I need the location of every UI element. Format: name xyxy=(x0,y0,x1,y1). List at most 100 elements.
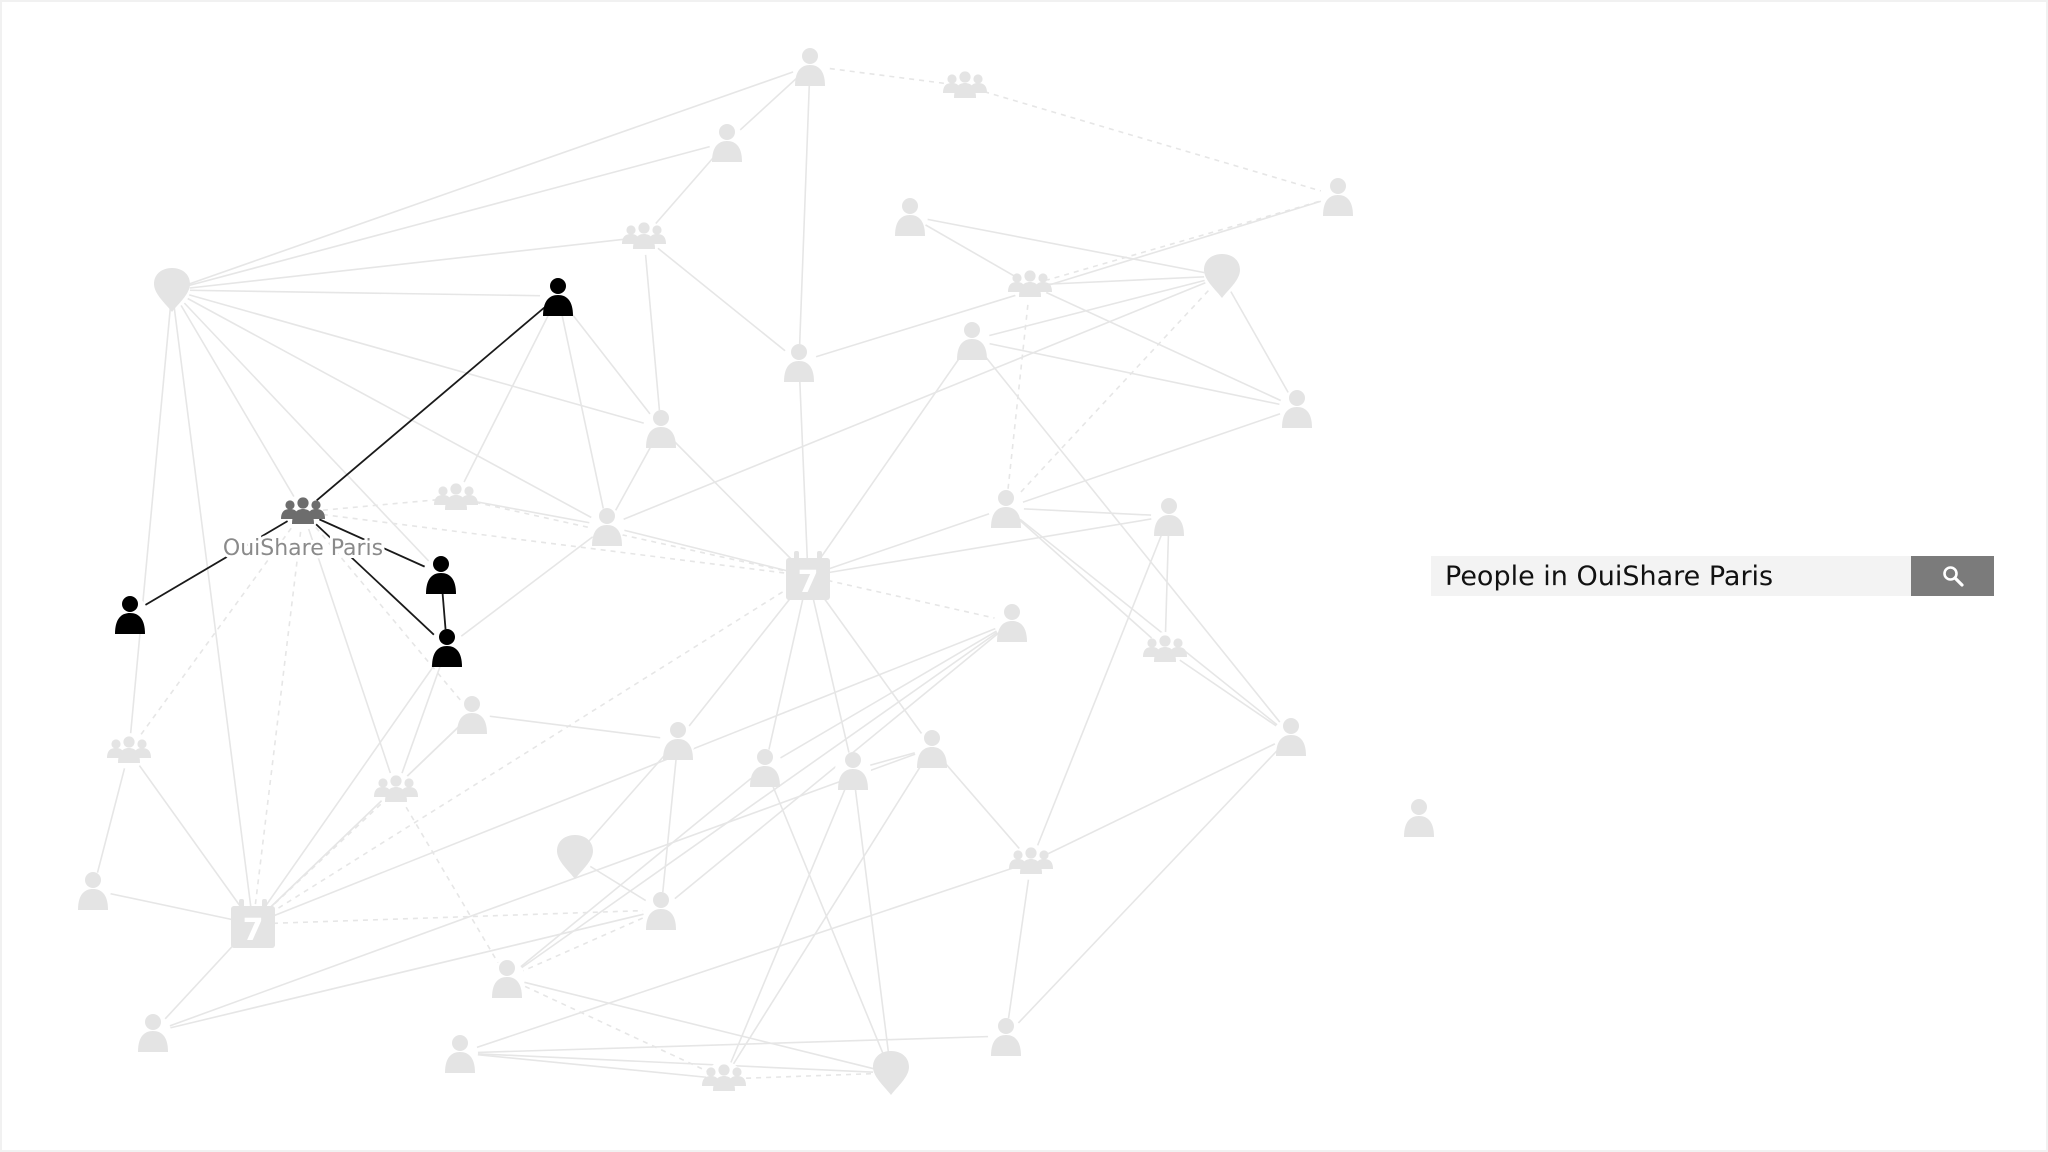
edge-pin2-p9 xyxy=(971,275,1223,341)
node-person-p9[interactable] xyxy=(954,322,990,360)
edge-cal1-p15 xyxy=(677,575,809,741)
edge-p18-g9 xyxy=(723,747,933,1080)
node-person-p2[interactable] xyxy=(709,124,745,162)
edge-p1-g1 xyxy=(809,65,966,87)
node-person-p22[interactable] xyxy=(135,1014,171,1052)
node-layer: 77 xyxy=(75,48,1437,1097)
node-person-p3[interactable] xyxy=(892,198,928,236)
node-person-p5[interactable] xyxy=(781,344,817,382)
edge-p9-p13 xyxy=(971,339,1292,737)
edge-p15-pin3 xyxy=(574,739,679,858)
node-person-p24[interactable] xyxy=(988,1018,1024,1056)
node-person-p21[interactable] xyxy=(489,960,525,998)
edge-cal2-p14 xyxy=(252,713,473,925)
node-group-gh[interactable] xyxy=(281,494,325,530)
edge-p13-p24 xyxy=(1005,735,1292,1037)
node-person-p8[interactable] xyxy=(589,508,625,546)
search-bar xyxy=(1431,556,1994,596)
node-group-g8[interactable] xyxy=(1009,844,1053,880)
search-input[interactable] xyxy=(1431,556,1911,596)
edge-g7-p13 xyxy=(1164,649,1292,737)
edge-pin1-gh xyxy=(171,289,304,513)
node-group-g7[interactable] xyxy=(1143,632,1187,668)
node-group-g2[interactable] xyxy=(622,219,666,255)
node-person-p1[interactable] xyxy=(792,48,828,86)
edge-cal2-p12 xyxy=(252,621,1013,925)
node-place-pin3[interactable] xyxy=(557,835,593,879)
edge-p4-g3 xyxy=(1029,195,1339,286)
node-group-g1[interactable] xyxy=(943,68,987,104)
node-person-p16[interactable] xyxy=(747,749,783,787)
edge-p9-p6 xyxy=(971,339,1298,409)
node-person-p25[interactable] xyxy=(1401,799,1437,837)
node-person-p7[interactable] xyxy=(643,410,679,448)
edge-g1-p4 xyxy=(964,85,1339,197)
edge-pin1-ph3 xyxy=(171,289,442,575)
edge-gh-ph4 xyxy=(302,511,448,648)
edge-cal1-p16 xyxy=(764,575,809,768)
node-place-pin2[interactable] xyxy=(1204,254,1240,298)
edge-pin1-g5 xyxy=(128,289,173,752)
node-place-pin4[interactable] xyxy=(873,1051,909,1095)
edge-cal1-p17 xyxy=(807,575,854,771)
node-group-g4[interactable] xyxy=(434,480,478,516)
edge-p23-g9 xyxy=(459,1052,725,1080)
group-label-ouishare-paris: OuiShare Paris xyxy=(223,536,383,561)
map-pin-icon xyxy=(873,1051,909,1095)
node-person-p19[interactable] xyxy=(643,892,679,930)
node-person-ph2[interactable] xyxy=(112,596,148,634)
edge-g3-p3 xyxy=(909,215,1031,286)
calendar-day: 7 xyxy=(798,565,819,600)
edge-pin2-p6 xyxy=(1221,275,1298,409)
calendar-day: 7 xyxy=(243,913,264,948)
node-person-ph3[interactable] xyxy=(423,556,459,594)
node-person-p15[interactable] xyxy=(660,722,696,760)
edge-gh-p14 xyxy=(302,511,473,715)
edge-g2-pin1 xyxy=(171,236,645,291)
node-group-g5[interactable] xyxy=(107,733,151,769)
edge-cal2-p19 xyxy=(252,909,662,925)
edge-p5-cal1 xyxy=(798,361,809,577)
edge-g4-cal1 xyxy=(455,497,809,577)
search-button[interactable] xyxy=(1911,556,1994,596)
node-person-p10[interactable] xyxy=(988,490,1024,528)
edge-g5-cal2 xyxy=(128,750,254,925)
node-person-p4[interactable] xyxy=(1320,178,1356,216)
node-person-p12[interactable] xyxy=(994,604,1030,642)
node-group-g3[interactable] xyxy=(1008,267,1052,303)
edge-p1-p5 xyxy=(798,65,811,363)
node-event-cal1[interactable]: 7 xyxy=(786,551,830,600)
edge-p19-p22 xyxy=(152,909,662,1033)
edge-p14-p15 xyxy=(471,713,679,741)
node-event-cal2[interactable]: 7 xyxy=(231,899,275,948)
edge-p21-pin4 xyxy=(506,977,892,1074)
node-person-p6[interactable] xyxy=(1279,390,1315,428)
node-person-ph4[interactable] xyxy=(429,629,465,667)
edge-g4-p8 xyxy=(455,497,608,527)
node-person-p11[interactable] xyxy=(1151,498,1187,536)
node-person-p20[interactable] xyxy=(75,872,111,910)
node-person-p17[interactable] xyxy=(835,752,871,790)
edge-p7-cal1 xyxy=(660,427,809,577)
node-person-ph1[interactable] xyxy=(540,278,576,316)
node-person-p23[interactable] xyxy=(442,1035,478,1073)
edge-p1-pin1 xyxy=(171,65,811,291)
edge-pin2-p3 xyxy=(909,215,1223,277)
node-place-pin1[interactable] xyxy=(154,268,190,312)
edge-pin1-p8 xyxy=(171,289,608,527)
edge-cal1-p11 xyxy=(807,515,1170,577)
map-pin-icon xyxy=(1204,254,1240,298)
edge-cal1-p18 xyxy=(807,575,933,749)
node-group-g9[interactable] xyxy=(702,1061,746,1097)
node-group-g6[interactable] xyxy=(374,772,418,808)
edge-gh-cal1 xyxy=(302,511,809,577)
node-person-p13[interactable] xyxy=(1273,718,1309,756)
edge-pin4-g9 xyxy=(723,1072,892,1080)
edge-p18-p22 xyxy=(152,747,933,1033)
edge-gh-g6 xyxy=(302,511,397,791)
node-person-p14[interactable] xyxy=(454,696,490,734)
edge-p11-p10 xyxy=(1005,507,1170,517)
node-person-p18[interactable] xyxy=(914,730,950,768)
